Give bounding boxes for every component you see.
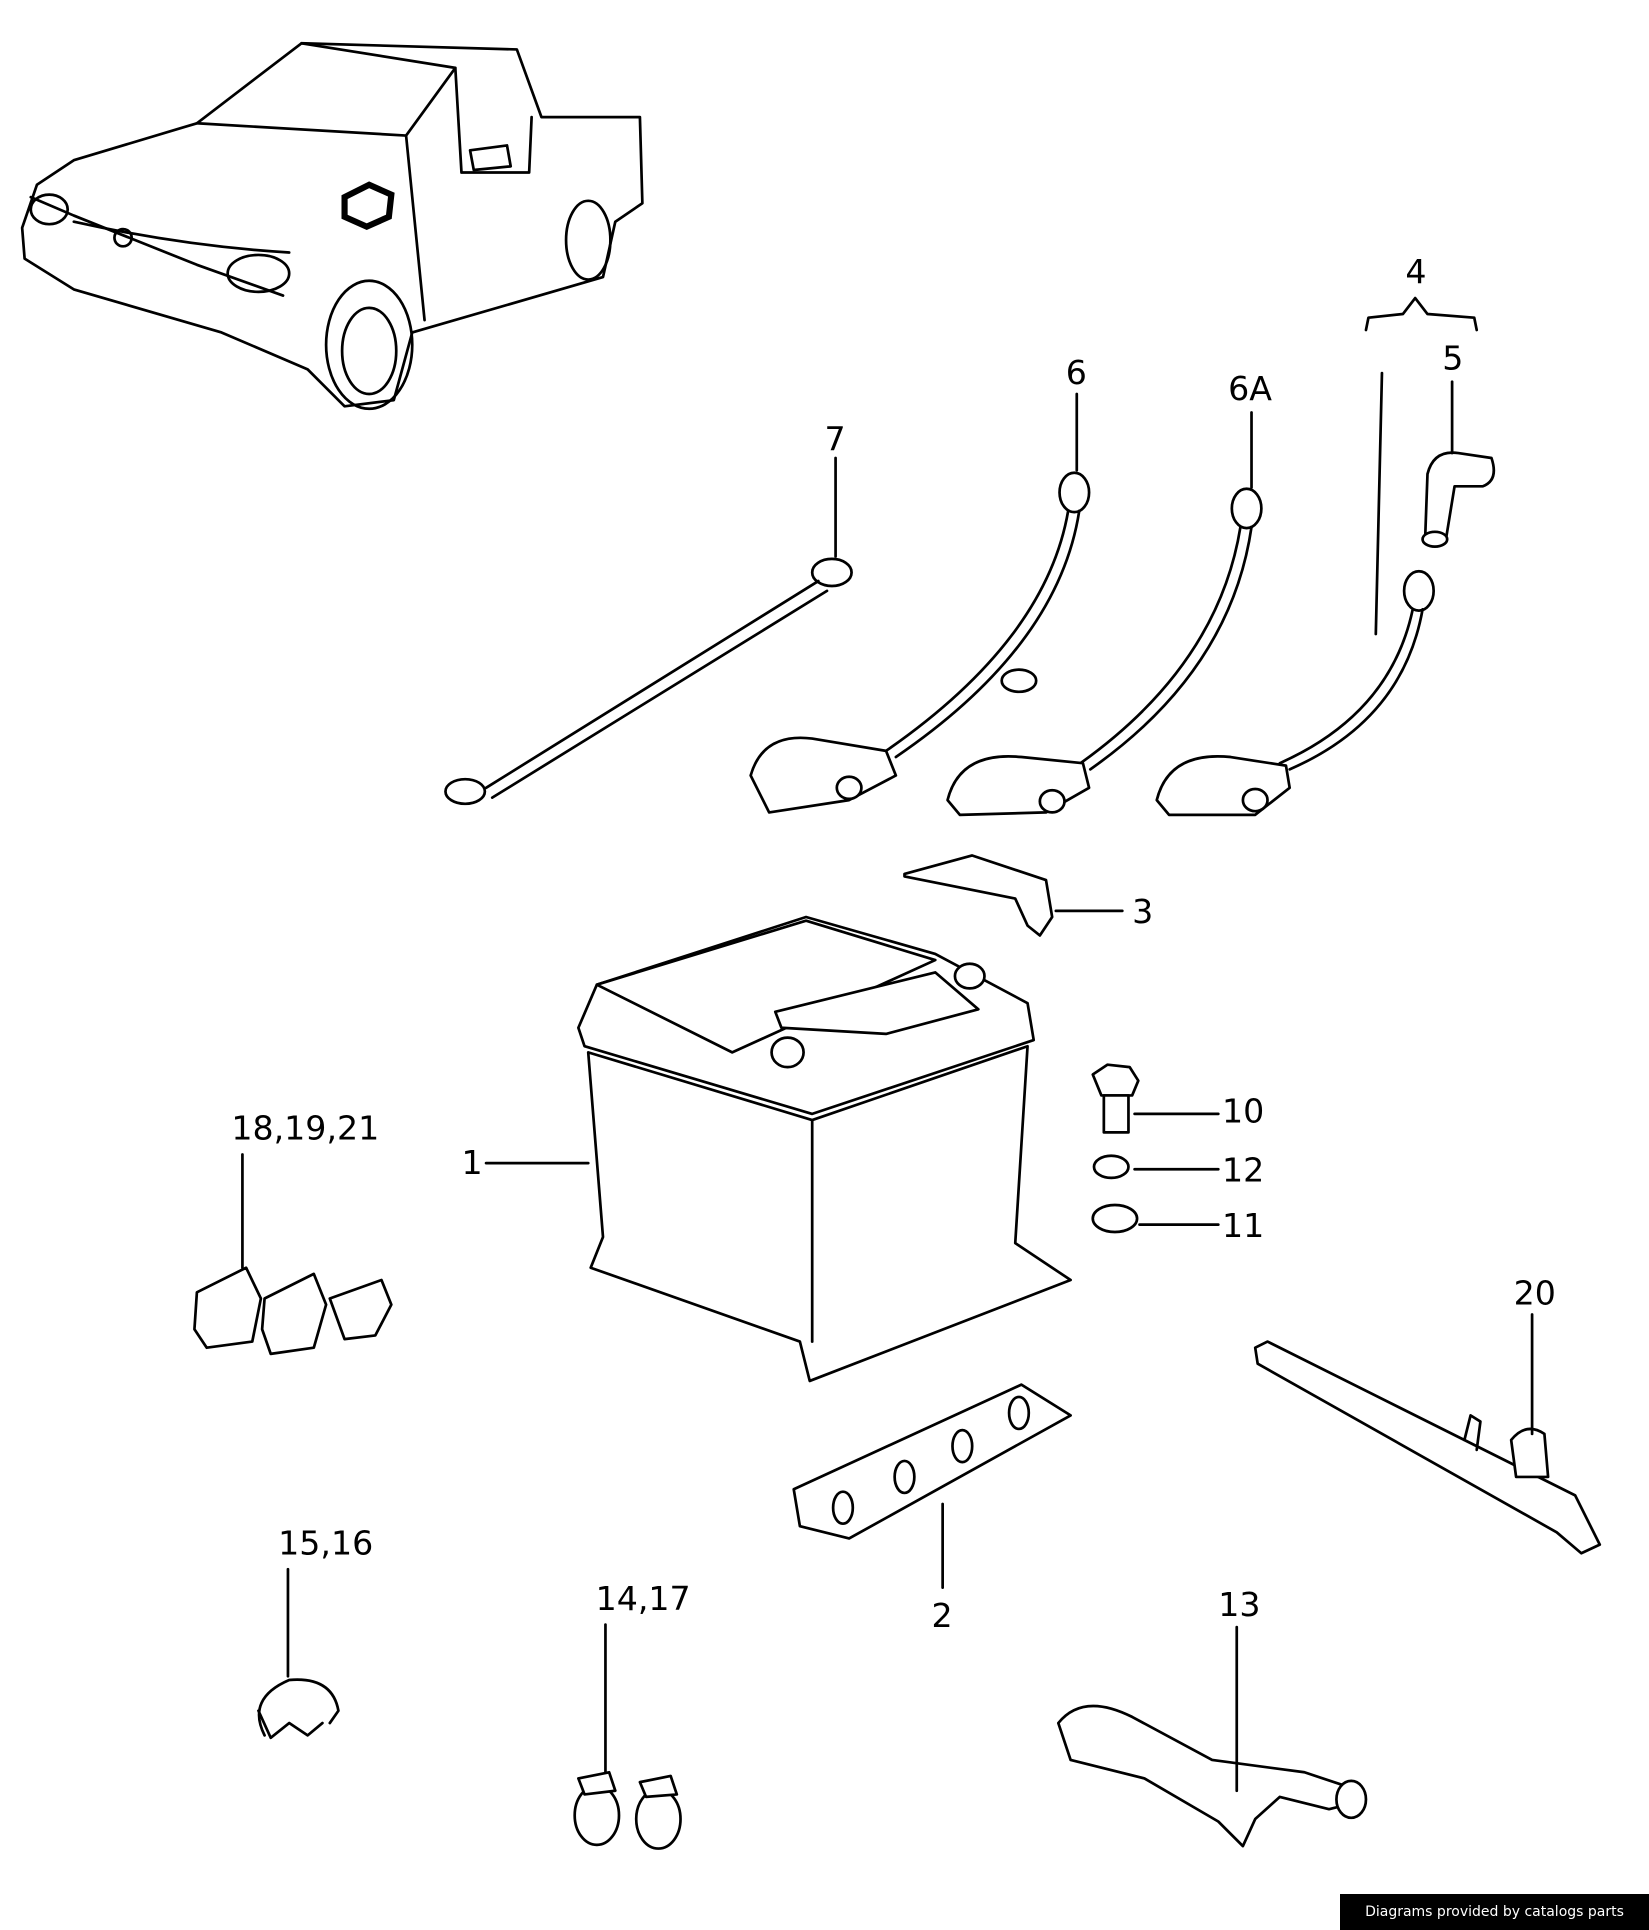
clip-15-16 (257, 1567, 340, 1740)
vehicle-illustration (20, 41, 644, 411)
hose-clamps-14-17 (573, 1623, 682, 1850)
battery-cable-6a (946, 411, 1263, 817)
label-5: 5 (1442, 338, 1463, 377)
battery-1 (484, 915, 1072, 1383)
washer-11 (1091, 1203, 1220, 1234)
lock-washer-12 (1092, 1154, 1220, 1180)
cable-holder-13 (1056, 1625, 1368, 1848)
label-14-17: 14,17 (596, 1579, 691, 1618)
label-10: 10 (1222, 1092, 1264, 1131)
label-3: 3 (1132, 892, 1153, 931)
label-2: 2 (932, 1596, 953, 1635)
label-12: 12 (1222, 1151, 1264, 1190)
label-20: 20 (1514, 1274, 1556, 1313)
hold-down-bracket-2 (792, 1383, 1072, 1590)
battery-cable-4 (1155, 296, 1496, 817)
terminal-cover-3 (903, 854, 1124, 937)
label-4: 4 (1405, 252, 1426, 291)
label-1: 1 (461, 1143, 482, 1182)
label-15-16: 15,16 (278, 1523, 373, 1562)
cable-guide-20 (1253, 1313, 1602, 1555)
label-13: 13 (1218, 1585, 1260, 1624)
label-7: 7 (825, 420, 846, 459)
label-18-19-21: 18,19,21 (231, 1109, 379, 1148)
battery-cable-6 (749, 392, 1091, 814)
label-6: 6 (1066, 353, 1087, 392)
label-6a: 6A (1228, 369, 1272, 408)
credit-banner: Diagrams provided by catalogs parts (1340, 1894, 1649, 1930)
label-11: 11 (1222, 1206, 1264, 1245)
clips-18-19-21 (193, 1153, 393, 1356)
bolt-10 (1091, 1063, 1220, 1134)
ground-cable-7 (444, 456, 853, 806)
